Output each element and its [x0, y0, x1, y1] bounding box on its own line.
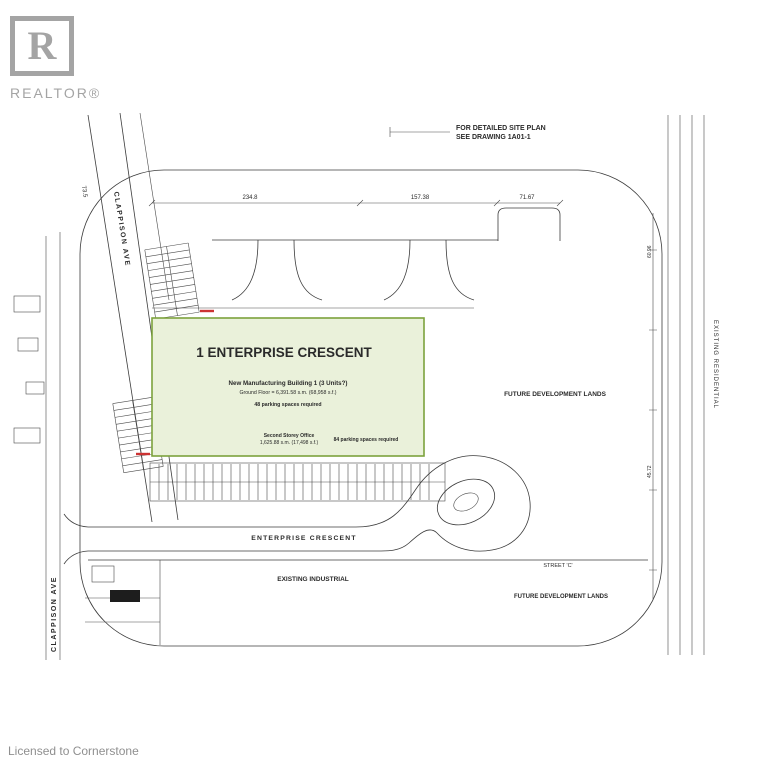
existing-residential-label: EXISTING RESIDENTIAL	[712, 320, 718, 409]
industrial-grid	[85, 560, 161, 645]
south-lands: EXISTING INDUSTRIAL STREET 'C' FUTURE DE…	[85, 559, 648, 645]
office-parking-label: 84 parking spaces required	[334, 437, 399, 443]
future-development-south-label: FUTURE DEVELOPMENT LANDS	[514, 594, 608, 600]
neighbor-building	[13, 427, 41, 444]
neighbor-building	[13, 295, 41, 313]
street-stub	[497, 207, 561, 241]
parking-stalls	[112, 397, 164, 473]
realtor-logo-letter: R	[27, 23, 57, 68]
culdesac-island	[436, 478, 496, 526]
building-ground-floor-label: Ground Floor = 6,391.58 s.m. (68,958 s.f…	[239, 390, 336, 396]
building-outline	[151, 317, 425, 457]
realtor-wordmark: REALTOR®	[10, 85, 102, 101]
dimension-top-left: 234.8	[242, 195, 258, 201]
driveway-curve	[383, 239, 411, 301]
license-attribution: Licensed to Cornerstone	[8, 744, 139, 758]
neighbor-building	[25, 381, 45, 395]
enterprise-crescent-label: ENTERPRISE CRESCENT	[251, 535, 357, 542]
top-dimension-line: 234.8 157.38 71.67	[148, 195, 564, 207]
dimension-top-right: 71.67	[519, 195, 535, 201]
detail-note-line1: FOR DETAILED SITE PLAN	[456, 125, 546, 132]
dimension-east-lower: 45.72	[647, 465, 653, 478]
realtor-logo: R REALTOR®	[10, 16, 101, 101]
red-markers	[136, 309, 214, 456]
culdesac-outer	[355, 455, 531, 552]
driveway-curve	[293, 239, 323, 301]
road-flare	[63, 550, 89, 565]
existing-industrial-label: EXISTING INDUSTRIAL	[277, 576, 349, 583]
dimension-west: 73.5	[80, 185, 88, 198]
detail-note-line2: SEE DRAWING 1A01-1	[456, 134, 531, 141]
office-label-line2: 1,625.88 s.m. (17,498 s.f.)	[260, 440, 319, 446]
building-parking-label: 48 parking spaces required	[254, 402, 321, 408]
driveway-curve	[231, 239, 259, 301]
clappison-ave-label-upper: CLAPPISON AVE	[112, 191, 131, 267]
building-subtitle-label: New Manufacturing Building 1 (3 Units?)	[229, 380, 348, 387]
existing-structure	[110, 590, 140, 602]
note-leader	[389, 127, 450, 137]
street-c-label: STREET 'C'	[543, 563, 572, 569]
building-title-label: 1 ENTERPRISE CRESCENT	[196, 345, 372, 360]
east-dimension-line	[649, 213, 657, 600]
parking-stalls	[144, 242, 200, 320]
clappison-sidewalk	[139, 112, 170, 301]
dimension-top-mid: 157.38	[411, 195, 430, 201]
neighbor-buildings	[13, 295, 45, 444]
detail-note: FOR DETAILED SITE PLAN SEE DRAWING 1A01-…	[389, 125, 546, 141]
driveway-curve	[445, 239, 475, 301]
future-development-mid-label: FUTURE DEVELOPMENT LANDS	[504, 391, 607, 398]
office-label-line1: Second Storey Office	[264, 433, 315, 439]
industrial-lot	[91, 565, 115, 583]
parking-north	[144, 242, 200, 320]
clappison-road-edge	[119, 112, 179, 521]
neighbor-building	[17, 337, 39, 352]
property-boundary	[79, 169, 663, 647]
parking-south	[149, 462, 446, 502]
clappison-ave-label-lower: CLAPPISON AVE	[51, 576, 58, 652]
building-footprint: 1 ENTERPRISE CRESCENT New Manufacturing …	[151, 317, 425, 457]
dimension-line	[148, 199, 564, 207]
dimension-east-upper: 60.96	[647, 245, 653, 258]
north-driveways	[152, 207, 561, 309]
enterprise-crescent-road: ENTERPRISE CRESCENT	[63, 455, 531, 565]
road-flare	[63, 513, 89, 528]
culdesac-island-inner	[453, 492, 479, 512]
realtor-logo-mark: R	[10, 16, 74, 76]
east-road	[649, 115, 705, 655]
parking-stalls	[158, 464, 430, 500]
